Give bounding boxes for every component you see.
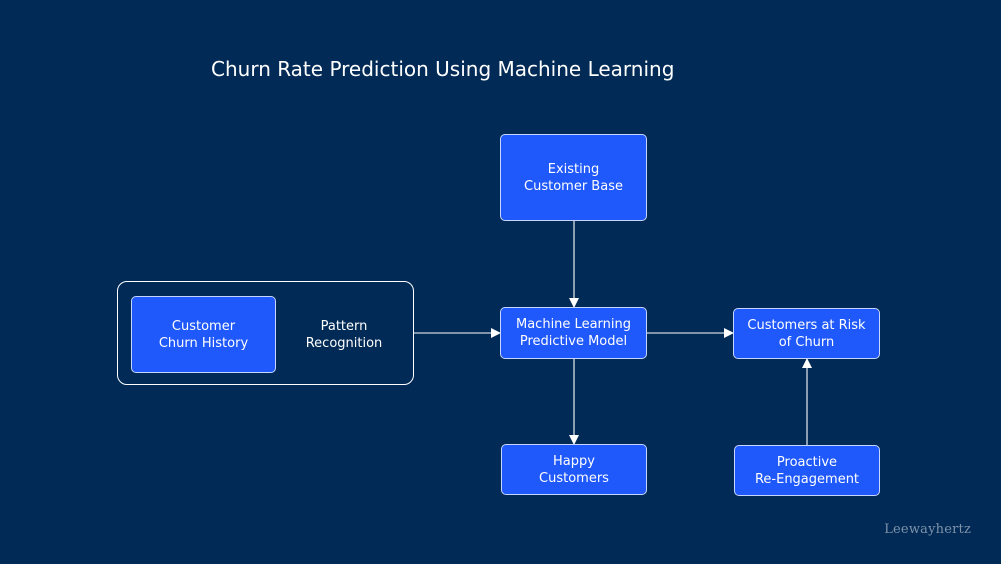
node-customer-churn-history: Customer Churn History <box>131 296 276 373</box>
node-ml-predictive-model: Machine Learning Predictive Model <box>500 307 647 359</box>
node-history-line2: Churn History <box>158 335 249 351</box>
node-existing-line1: Existing <box>547 161 600 177</box>
churn-history-group <box>117 281 414 385</box>
node-pattern-line1: Pattern <box>320 319 368 334</box>
diagram-title: Churn Rate Prediction Using Machine Lear… <box>211 57 675 81</box>
leewayhertz-watermark: Leewayhertz <box>884 522 971 537</box>
node-happy-line1: Happy <box>553 453 595 469</box>
node-model-line2: Predictive Model <box>519 334 628 349</box>
node-existing-line2: Customer Base <box>524 178 623 194</box>
node-reengage-line1: Proactive <box>776 454 838 470</box>
node-customers-at-risk: Customers at Risk of Churn <box>733 308 880 359</box>
node-pattern-line2: Recognition <box>305 336 383 351</box>
node-reengage-line2: Re-Engagement <box>754 471 860 487</box>
node-happy-line2: Customers <box>539 470 609 486</box>
node-happy-customers: Happy Customers <box>501 444 647 495</box>
node-risk-line1: Customers at Risk <box>747 317 866 333</box>
node-history-line1: Customer <box>171 318 236 334</box>
node-pattern-recognition: Pattern Recognition <box>296 318 392 352</box>
node-model-line1: Machine Learning <box>516 317 631 332</box>
node-existing-customer-base: Existing Customer Base <box>500 134 647 221</box>
node-proactive-reengagement: Proactive Re-Engagement <box>734 445 880 496</box>
node-risk-line2: of Churn <box>778 334 835 350</box>
